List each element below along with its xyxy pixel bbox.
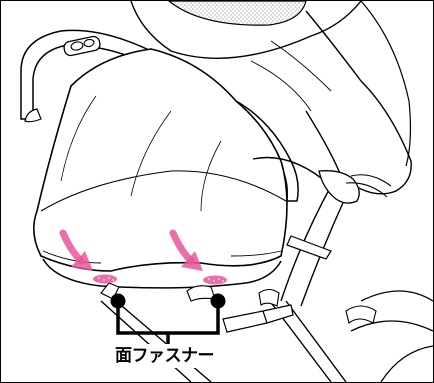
front-leg <box>100 300 212 382</box>
velcro-patch-left <box>93 274 117 284</box>
buckle-clip <box>222 304 294 333</box>
frame-joint <box>318 170 360 204</box>
canopy-ridge <box>360 1 412 167</box>
mesh-visor <box>168 1 307 26</box>
canopy-fold <box>250 40 332 112</box>
callout-label: 面ファスナー <box>115 346 215 366</box>
side-strap <box>286 235 332 260</box>
callout-bracket <box>116 301 220 346</box>
canopy-hood <box>33 48 288 272</box>
arrow-down-right-icon <box>169 229 203 271</box>
hood-seam <box>40 170 287 212</box>
canopy-side <box>305 10 412 195</box>
callout-label-box: 面ファスナー <box>111 344 218 368</box>
velcro-patch-right <box>203 275 227 285</box>
arrow-down-left-icon <box>59 229 93 271</box>
handle-button-icon <box>63 35 101 57</box>
rear-wheel <box>350 290 433 382</box>
canopy-lip <box>42 258 282 289</box>
canopy-top <box>130 1 362 59</box>
